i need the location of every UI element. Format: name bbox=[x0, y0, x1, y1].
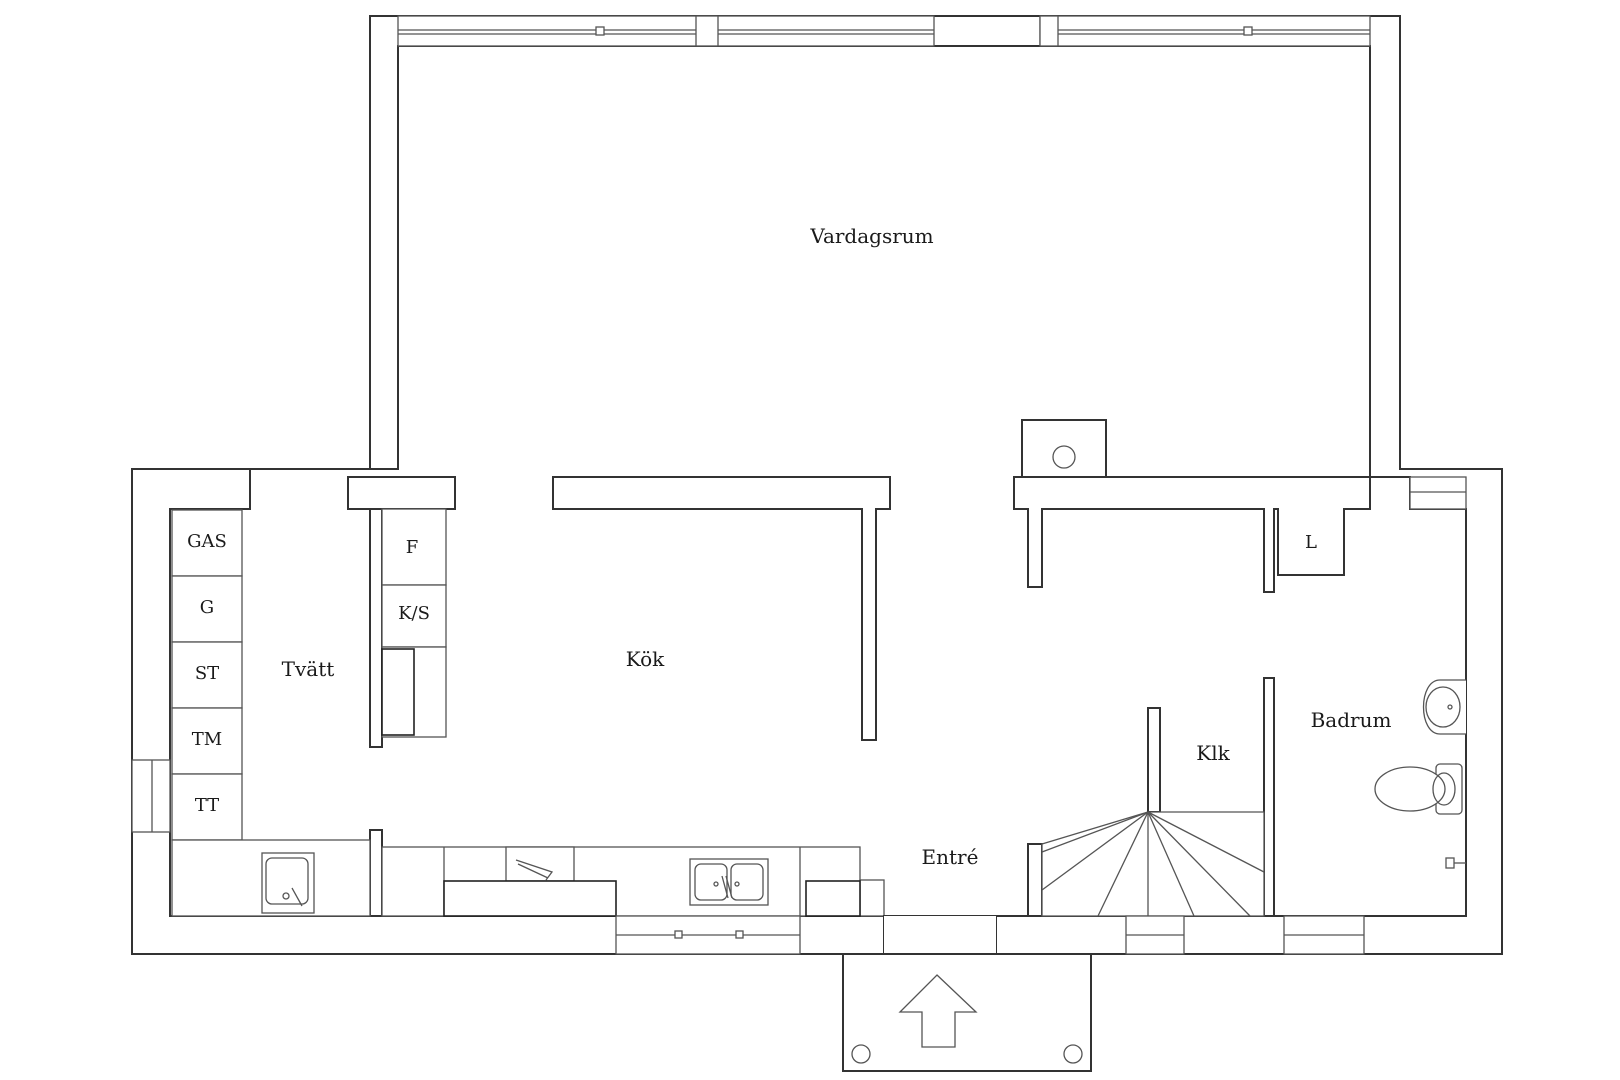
label-gas: GAS bbox=[187, 531, 227, 552]
entrance-step bbox=[842, 915, 1092, 1072]
room-label-badrum: Badrum bbox=[1311, 708, 1392, 732]
room-label-klk: Klk bbox=[1196, 741, 1230, 765]
room-label-kok: Kök bbox=[626, 647, 665, 671]
label-tm: TM bbox=[192, 729, 222, 750]
room-label-tvatt: Tvätt bbox=[282, 657, 335, 681]
room-label-vardagsrum: Vardagsrum bbox=[809, 224, 933, 248]
label-st: ST bbox=[195, 663, 219, 684]
floor-drain-icon bbox=[1445, 857, 1466, 869]
laundry-sink-icon bbox=[261, 852, 315, 914]
label-linen-closet: L bbox=[1305, 532, 1317, 553]
fridge-column: F K/S bbox=[381, 508, 447, 738]
stove-icon bbox=[443, 846, 617, 917]
arrow-up-icon bbox=[898, 974, 978, 1048]
toilet-icon bbox=[1374, 763, 1463, 815]
dishwasher bbox=[805, 880, 861, 917]
kitchen-window bbox=[615, 915, 801, 955]
room-label-entre: Entré bbox=[922, 845, 979, 869]
top-windows bbox=[397, 15, 1371, 47]
label-g: G bbox=[200, 597, 214, 618]
staircase bbox=[1041, 811, 1265, 955]
interior-walls bbox=[131, 419, 1467, 917]
label-freezer: K/S bbox=[398, 603, 430, 624]
wash-basin-icon bbox=[1422, 679, 1466, 735]
label-tt: TT bbox=[195, 795, 219, 816]
double-sink-icon bbox=[689, 858, 769, 906]
label-fridge: F bbox=[406, 537, 419, 558]
